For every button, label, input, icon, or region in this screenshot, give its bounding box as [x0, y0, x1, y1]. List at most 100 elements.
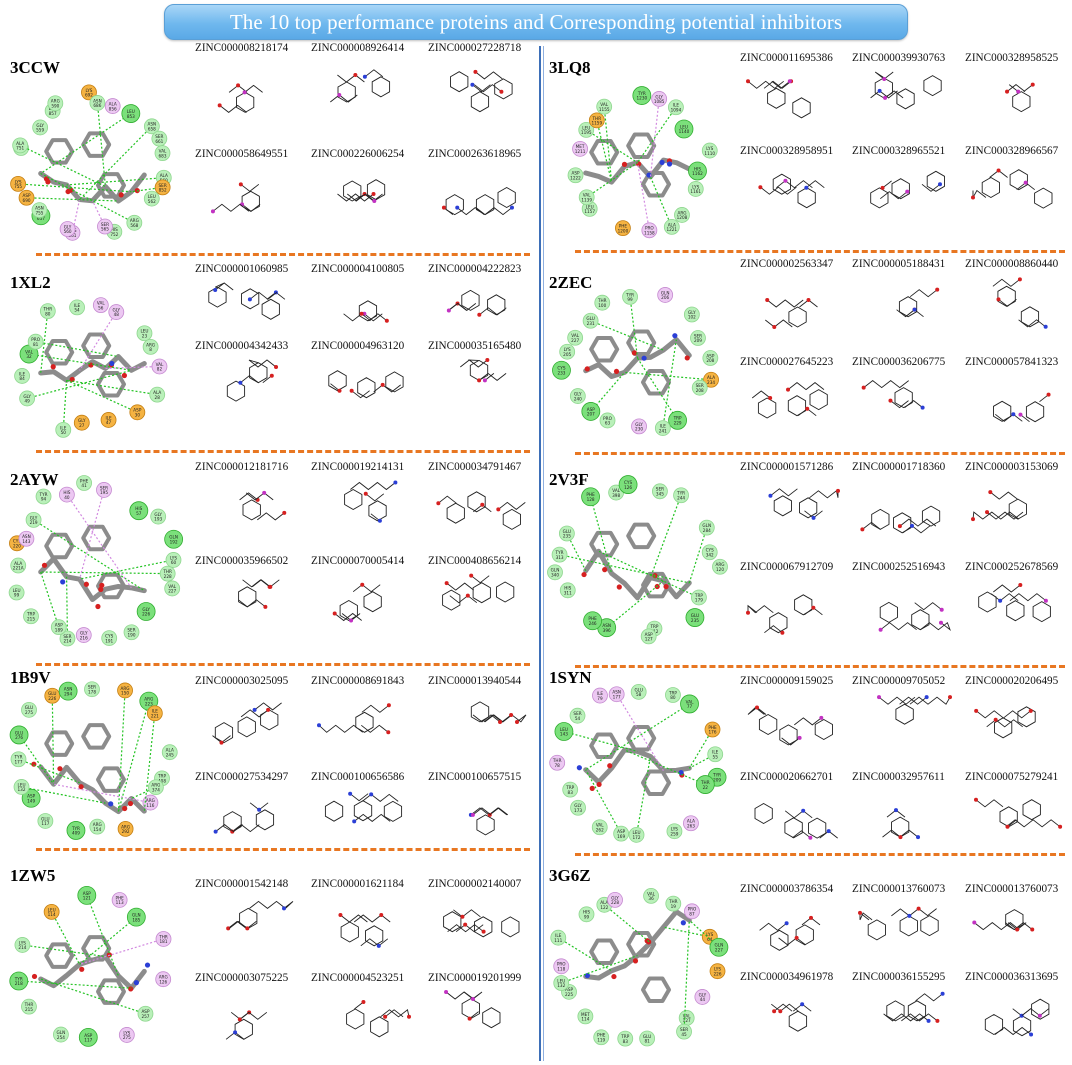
zinc-id-label: ZINC000008926414 [311, 42, 405, 54]
residue-number: 686 [93, 103, 101, 108]
residue-number: 54 [575, 716, 581, 721]
residue-number: 190 [128, 632, 136, 637]
residue-name: THR [700, 780, 710, 785]
residue-number: 755 [35, 210, 43, 215]
residue-number: 99 [14, 593, 20, 598]
residue-number: 176 [709, 730, 717, 735]
zinc-id-label: ZINC000263618965 [428, 148, 522, 160]
inhibitor-structure [974, 706, 1036, 739]
residue-number: 342 [706, 552, 714, 557]
residue-name: ARG [715, 562, 724, 567]
inhibitor-structure [332, 582, 382, 623]
residue-number: 143 [560, 732, 568, 737]
residue-number: 1094 [671, 107, 682, 112]
residue-name: LYS [15, 179, 22, 184]
residue-number: 8 [149, 347, 152, 352]
zinc-id-label: ZINC000001718360 [852, 461, 946, 473]
zinc-id-label: ZINC000020206495 [965, 675, 1059, 687]
residue-name: VAL [97, 301, 105, 306]
zinc-id-label: ZINC000252678569 [965, 561, 1059, 573]
residue-number: 235 [691, 618, 699, 623]
residue-number: 234 [707, 380, 715, 385]
zinc-id-label: ZINC000008860440 [965, 258, 1059, 270]
residue-name: LEU [140, 329, 148, 334]
residue-number: 231 [587, 321, 595, 326]
inhibitor-structure [768, 488, 840, 520]
residue-name: GLN [132, 913, 141, 918]
residue-name: PRO [688, 907, 697, 912]
residue-name: SER [88, 685, 96, 690]
residue-number: 54 [74, 308, 80, 313]
residue-number: 80 [670, 695, 676, 700]
residue-name: VAL [583, 193, 591, 198]
residue-name: GLY [142, 607, 150, 612]
residue-number: 559 [36, 128, 44, 133]
residue-number: 127 [683, 1018, 691, 1023]
inhibitor-structure [877, 695, 952, 725]
residue-name: VAL [600, 102, 608, 107]
residue-number: 149 [27, 798, 35, 803]
residue-name: GLU [634, 687, 642, 692]
residue-number: 94 [41, 497, 47, 502]
residue-name: GLY [36, 123, 44, 128]
residue-name: GLU [41, 816, 49, 821]
residue-name: CYS [13, 539, 21, 544]
residue-number: 657 [37, 216, 45, 221]
residue-number: 262 [596, 827, 604, 832]
residue-number: 225 [565, 992, 573, 997]
residue-number: 77 [687, 704, 693, 709]
residue-name: GLY [78, 418, 86, 423]
residue-number: 220 [13, 543, 21, 548]
residue-number: 50 [61, 430, 67, 435]
residue-name: HIS [564, 586, 571, 591]
residue-number: 752 [110, 232, 118, 237]
residue-name: ASP [565, 987, 574, 992]
residue-name: GLY [30, 515, 38, 520]
residue-number: 44 [700, 997, 706, 1002]
residue-number: 683 [158, 153, 166, 158]
residue-name: SER [127, 628, 135, 633]
residue-number: 114 [581, 1017, 589, 1022]
residue-name: GLY [688, 310, 696, 315]
inhibitor-structure [992, 277, 1048, 329]
residue-name: ASP [617, 829, 626, 834]
residue-number: 568 [130, 223, 138, 228]
residue-number: 1200 [618, 228, 629, 233]
residue-name: ASP [23, 193, 32, 198]
residue-name: ILE [712, 750, 719, 755]
residue-name: SER [680, 1027, 688, 1032]
residue-name: GLY [655, 94, 663, 99]
residue-name: LYS [714, 967, 721, 972]
residue-name: TYR [712, 773, 721, 778]
residue-name: TYR [71, 826, 80, 831]
residue-name: GLY [154, 512, 162, 517]
residue-name: ARG [151, 783, 160, 788]
